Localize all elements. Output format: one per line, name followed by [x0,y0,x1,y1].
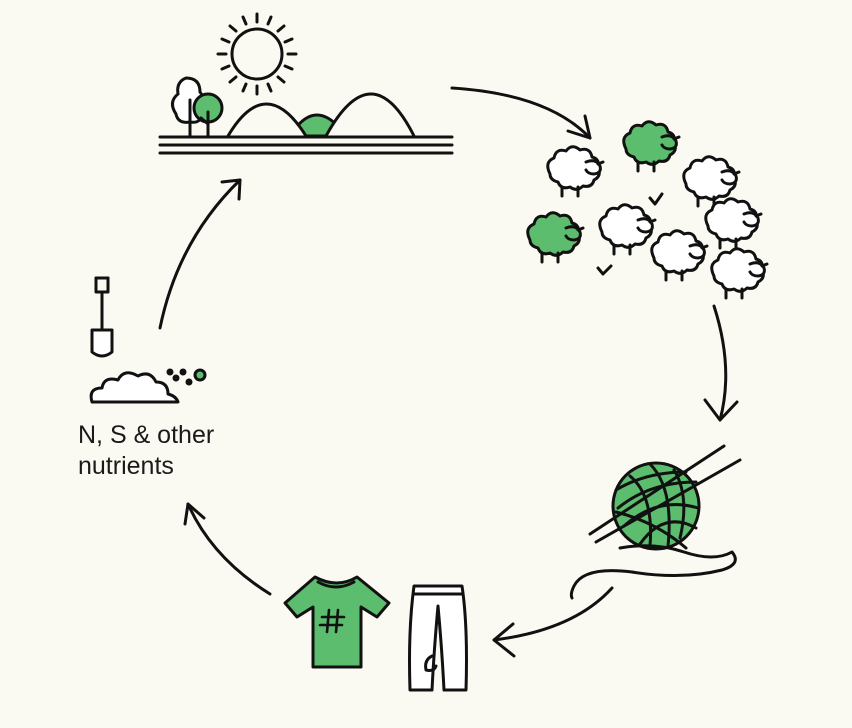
soil-icon [89,368,207,404]
tshirt-icon [283,575,391,669]
nutrients-label-line-1: N, S & other [78,421,215,449]
arrow-sheep-to-yarn [703,304,739,422]
arrow-landscape-to-sheep [450,86,592,140]
nutrients-label: N, S & other nutrients [78,420,214,482]
arrow-nutrients-to-landscape [158,178,242,330]
sheep-flock-icon [526,120,769,300]
arrow-yarn-to-clothes [492,586,614,658]
nutrients-label-line-2: nutrients [78,452,174,480]
arrow-clothes-to-nutrients [183,502,272,596]
shovel-icon [90,276,114,358]
cycle-arrows [158,86,739,658]
yarn-ball-icon [569,444,742,600]
landscape-icon [158,76,454,155]
trousers-icon [408,584,468,692]
sun-icon [216,12,298,96]
